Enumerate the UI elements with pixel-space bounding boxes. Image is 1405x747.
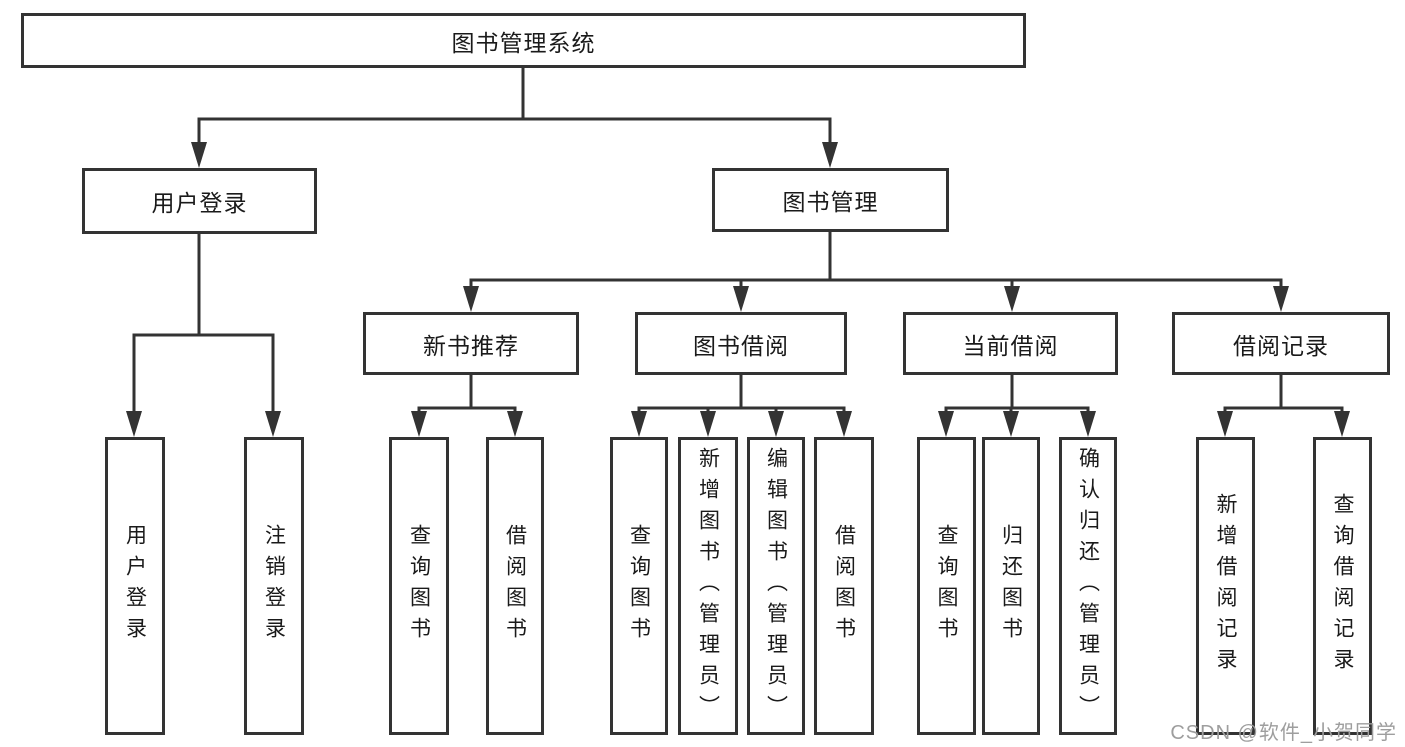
node-leaf-edit-book-admin: 编辑图书（管理员）	[747, 437, 805, 735]
node-label: 新增图书（管理员）	[696, 446, 720, 726]
node-library-management-system: 图书管理系统	[21, 13, 1026, 68]
node-current-borrow: 当前借阅	[903, 312, 1118, 375]
node-leaf-query-borrow-record: 查询借阅记录	[1313, 437, 1372, 735]
node-leaf-user-login: 用户登录	[105, 437, 165, 735]
node-label: 查询图书	[627, 524, 651, 648]
node-label: 查询图书	[935, 524, 958, 648]
node-label: 归还图书	[999, 524, 1023, 648]
node-leaf-add-book-admin: 新增图书（管理员）	[678, 437, 738, 735]
node-book-borrow: 图书借阅	[635, 312, 847, 375]
node-user-login: 用户登录	[82, 168, 317, 234]
node-label: 借阅图书	[832, 524, 856, 648]
csdn-watermark: CSDN @软件_小贺同学	[1170, 722, 1397, 744]
node-label: 借阅图书	[503, 524, 527, 648]
node-label: 注销登录	[262, 524, 286, 648]
node-leaf-return-book: 归还图书	[982, 437, 1040, 735]
node-leaf-query-books-2: 查询图书	[610, 437, 668, 735]
node-book-management: 图书管理	[712, 168, 949, 232]
node-label: 确认归还（管理员）	[1076, 446, 1100, 726]
node-label: 用户登录	[123, 524, 147, 648]
node-label: 查询借阅记录	[1331, 493, 1354, 679]
node-new-book-recommend: 新书推荐	[363, 312, 579, 375]
node-leaf-query-books-3: 查询图书	[917, 437, 976, 735]
node-label: 编辑图书（管理员）	[764, 446, 788, 726]
node-borrow-records: 借阅记录	[1172, 312, 1390, 375]
node-leaf-borrow-books-2: 借阅图书	[814, 437, 874, 735]
node-leaf-query-books-1: 查询图书	[389, 437, 449, 735]
node-leaf-add-borrow-record: 新增借阅记录	[1196, 437, 1255, 735]
node-label: 新增借阅记录	[1214, 493, 1237, 679]
node-leaf-logout: 注销登录	[244, 437, 304, 735]
node-leaf-confirm-return-admin: 确认归还（管理员）	[1059, 437, 1117, 735]
node-leaf-borrow-books-1: 借阅图书	[486, 437, 544, 735]
node-label: 查询图书	[407, 524, 431, 648]
